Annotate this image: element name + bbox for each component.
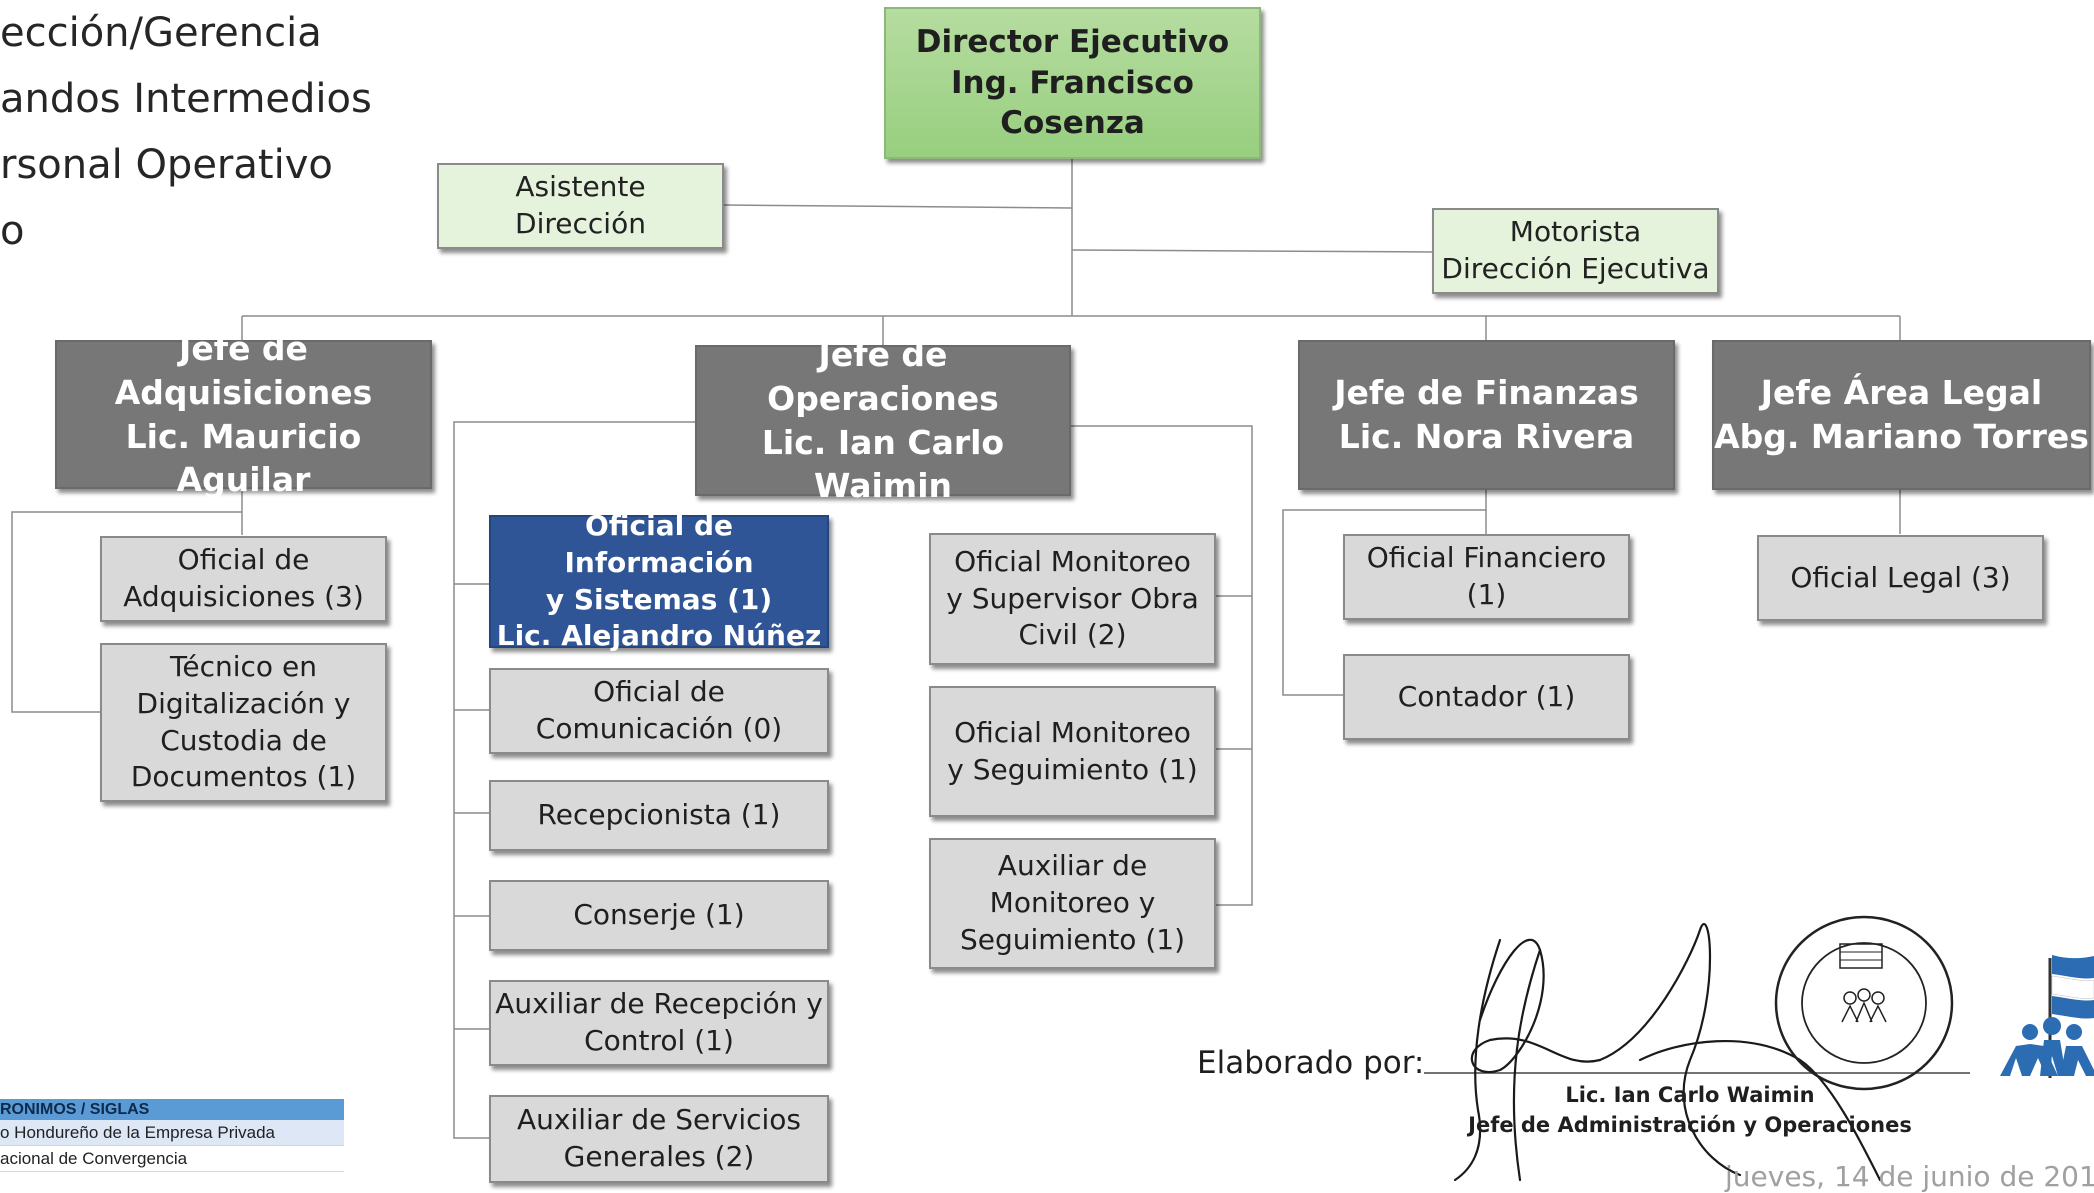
oficial-informacion-line1: Oficial de Información: [564, 508, 754, 579]
tecnico-digitalizacion-box: Técnico en Digitalización y Custodia de …: [100, 643, 387, 802]
auxiliar-recepcion-line1: Auxiliar de Recepción y: [495, 987, 823, 1021]
jefe-operaciones-name: Lic. Ian Carlo Waimin: [761, 422, 1005, 506]
auxiliar-recepcion-box: Auxiliar de Recepción y Control (1): [489, 980, 829, 1066]
oficial-adquisiciones-box: Oficial de Adquisiciones (3): [100, 536, 387, 622]
auxiliar-recepcion-line2: Control (1): [584, 1024, 734, 1057]
oficial-comunicacion-box: Oficial de Comunicación (0): [489, 668, 829, 754]
oficial-financiero-line1: Oficial Financiero: [1366, 541, 1607, 575]
jefe-legal-name: Abg. Mariano Torres: [1714, 417, 2089, 456]
recepcionista-box: Recepcionista (1): [489, 780, 829, 851]
director-box: Director Ejecutivo Ing. Francisco Cosenz…: [884, 7, 1261, 159]
auxiliar-servicios-line2: Generales (2): [563, 1140, 755, 1173]
auxiliar-monitoreo-line1: Auxiliar de: [997, 849, 1148, 883]
director-title: Director Ejecutivo: [915, 23, 1230, 60]
legend-other: o: [0, 208, 25, 254]
signatory-block: Lic. Ian Carlo Waimin Jefe de Administra…: [1440, 1080, 1940, 1140]
director-name-line1: Ing. Francisco: [951, 64, 1194, 101]
oficial-informacion-box: Oficial de Información y Sistemas (1) Li…: [489, 509, 829, 652]
signature-scribble: [1453, 922, 1882, 1182]
jefe-operaciones-box: Jefe de Operaciones Lic. Ian Carlo Waimi…: [695, 335, 1071, 505]
auxiliar-servicios-box: Auxiliar de Servicios Generales (2): [489, 1095, 829, 1183]
monitoreo-obra-line2: y Supervisor Obra: [946, 581, 1199, 615]
jefe-finanzas-box: Jefe de Finanzas Lic. Nora Rivera: [1298, 340, 1675, 490]
acronyms-header: RONIMOS / SIGLAS: [0, 1099, 344, 1120]
auxiliar-monitoreo-line3: Seguimiento (1): [960, 922, 1185, 956]
monitoreo-obra-line3: Civil (2): [1018, 618, 1127, 652]
oficial-monitoreo-seguimiento-box: Oficial Monitoreo y Seguimiento (1): [929, 686, 1216, 817]
jefe-legal-box: Jefe Área Legal Abg. Mariano Torres: [1712, 340, 2091, 490]
signatory-name: Lic. Ian Carlo Waimin: [1565, 1083, 1815, 1107]
date-footer: jueves, 14 de junio de 201: [1725, 1160, 2094, 1193]
elaborado-por-label: Elaborado por:: [1197, 1045, 1425, 1081]
director-name-line2: Cosenza: [1000, 105, 1145, 142]
motorista-line1: Motorista: [1509, 215, 1642, 249]
auxiliar-monitoreo-line2: Monitoreo y: [989, 886, 1156, 920]
contador-label: Contador (1): [1397, 679, 1576, 713]
monitoreo-obra-line1: Oficial Monitoreo: [954, 544, 1191, 578]
recepcionista-label: Recepcionista (1): [537, 798, 781, 832]
monitoreo-seguimiento-line1: Oficial Monitoreo: [954, 715, 1191, 749]
oficial-legal-label: Oficial Legal (3): [1790, 560, 2011, 594]
asistente-line1: Asistente: [515, 170, 646, 204]
oficial-adquisiciones-line2: Adquisiciones (3): [123, 580, 364, 613]
oficial-adquisiciones-line1: Oficial de: [177, 543, 310, 577]
legend-personal-operativo: rsonal Operativo: [0, 142, 333, 188]
contador-box: Contador (1): [1343, 654, 1630, 740]
tecnico-line2: Digitalización y: [136, 686, 351, 720]
tecnico-line1: Técnico en: [170, 649, 317, 683]
acronym-row: acional de Convergencia: [0, 1146, 344, 1172]
conserje-label: Conserje (1): [573, 898, 745, 932]
oficial-financiero-box: Oficial Financiero (1): [1343, 534, 1630, 620]
asistente-box: Asistente Dirección: [437, 163, 724, 249]
legend-direccion: ección/Gerencia: [0, 10, 322, 56]
oficial-informacion-name: Lic. Alejandro Núñez: [496, 619, 822, 653]
jefe-adquisiciones-name: Lic. Mauricio Aguilar: [125, 416, 362, 500]
tecnico-line4: Documentos (1): [130, 760, 357, 794]
official-seal: [1774, 915, 1954, 1091]
color-legend: ección/Gerencia andos Intermedios rsonal…: [0, 0, 372, 264]
oficial-comunicacion-line1: Oficial de: [593, 675, 725, 709]
jefe-finanzas-name: Lic. Nora Rivera: [1338, 417, 1635, 456]
legend-mandos-intermedios: andos Intermedios: [0, 76, 372, 122]
monitoreo-seguimiento-line2: y Seguimiento (1): [947, 752, 1198, 786]
oficial-legal-box: Oficial Legal (3): [1757, 535, 2044, 621]
acronyms-table: RONIMOS / SIGLAS o Hondureño de la Empre…: [0, 1099, 344, 1172]
oficial-informacion-line2: y Sistemas (1): [545, 582, 773, 616]
motorista-line2: Dirección Ejecutiva: [1441, 252, 1710, 285]
signatory-title: Jefe de Administración y Operaciones: [1468, 1113, 1912, 1137]
jefe-adquisiciones-box: Jefe de Adquisiciones Lic. Mauricio Agui…: [55, 329, 432, 499]
oficial-financiero-line2: (1): [1466, 578, 1507, 611]
auxiliar-monitoreo-box: Auxiliar de Monitoreo y Seguimiento (1): [929, 838, 1216, 969]
auxiliar-servicios-line1: Auxiliar de Servicios: [516, 1103, 802, 1137]
motorista-box: Motorista Dirección Ejecutiva: [1432, 208, 1719, 294]
jefe-adquisiciones-title: Jefe de Adquisiciones: [114, 329, 373, 412]
conserje-box: Conserje (1): [489, 880, 829, 951]
jefe-finanzas-title: Jefe de Finanzas: [1334, 373, 1639, 413]
oficial-monitoreo-obra-box: Oficial Monitoreo y Supervisor Obra Civi…: [929, 533, 1216, 665]
oficial-comunicacion-line2: Comunicación (0): [535, 712, 783, 745]
jefe-legal-title: Jefe Área Legal: [1760, 373, 2043, 413]
asistente-line2: Dirección: [515, 207, 646, 240]
tecnico-line3: Custodia de: [160, 723, 327, 757]
jefe-operaciones-title: Jefe de Operaciones: [767, 335, 999, 418]
acronym-row: o Hondureño de la Empresa Privada: [0, 1120, 344, 1146]
flag-logo: [2000, 955, 2094, 1078]
